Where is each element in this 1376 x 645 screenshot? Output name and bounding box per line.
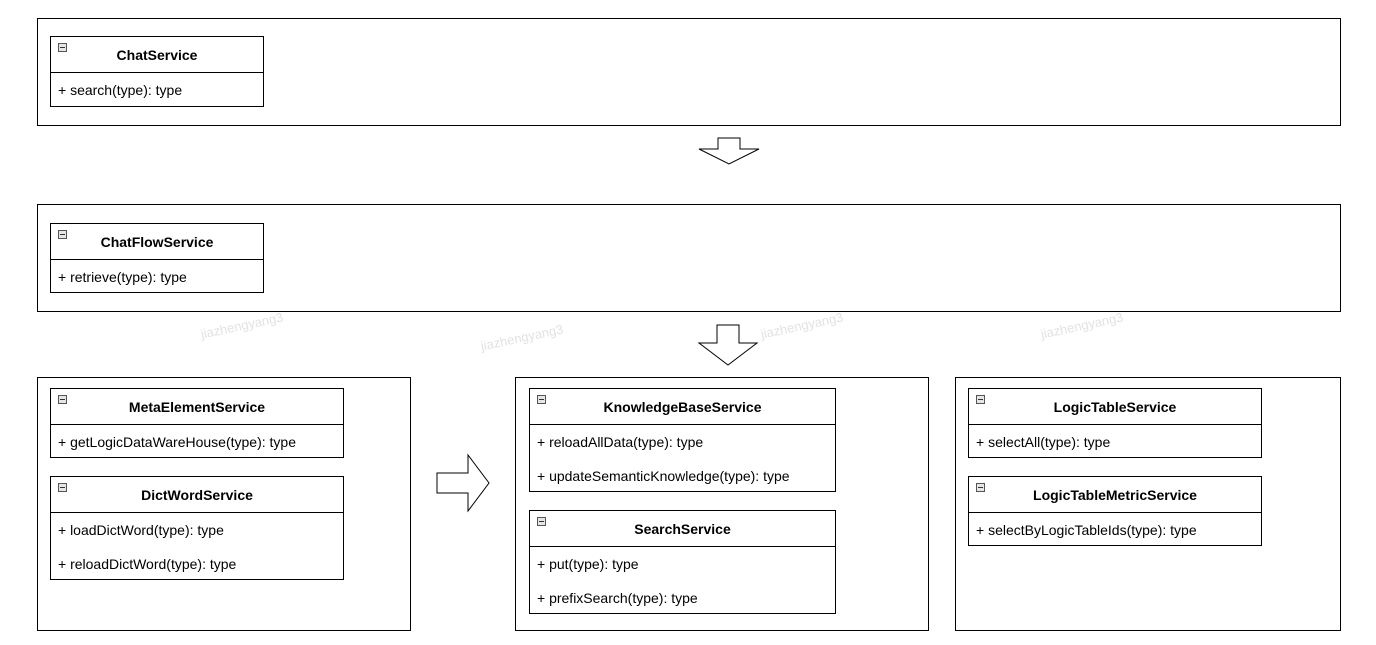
down-arrow-icon xyxy=(697,324,759,366)
class-knowledge-base-service[interactable]: KnowledgeBaseService + reloadAllData(typ… xyxy=(529,388,836,492)
class-member: + put(type): type xyxy=(537,556,639,572)
class-name: ChatService xyxy=(116,46,198,63)
class-member: + loadDictWord(type): type xyxy=(58,522,224,538)
class-member: + selectByLogicTableIds(type): type xyxy=(976,522,1197,538)
class-chat-service[interactable]: ChatService + search(type): type xyxy=(50,36,264,107)
class-name: MetaElementService xyxy=(128,398,266,415)
class-member: + reloadDictWord(type): type xyxy=(58,556,237,572)
class-name: KnowledgeBaseService xyxy=(603,398,762,415)
class-search-service[interactable]: SearchService + put(type): type + prefix… xyxy=(529,510,836,614)
collapse-icon[interactable] xyxy=(976,395,985,404)
class-member: + search(type): type xyxy=(58,82,183,98)
collapse-icon[interactable] xyxy=(537,395,546,404)
right-arrow-icon xyxy=(436,453,490,513)
class-member: + selectAll(type): type xyxy=(976,434,1111,450)
class-chat-flow-service[interactable]: ChatFlowService + retrieve(type): type xyxy=(50,223,264,293)
down-arrow-icon xyxy=(698,137,760,165)
class-header: LogicTableMetricService xyxy=(969,477,1261,513)
collapse-icon[interactable] xyxy=(58,230,67,239)
watermark: jiazhengyang3 xyxy=(1039,309,1125,342)
class-header: SearchService xyxy=(530,511,835,547)
collapse-icon[interactable] xyxy=(58,395,67,404)
collapse-icon[interactable] xyxy=(537,517,546,526)
class-name: LogicTableService xyxy=(1053,398,1177,415)
class-name: ChatFlowService xyxy=(100,233,214,250)
class-header: ChatService xyxy=(51,37,263,73)
class-member: + reloadAllData(type): type xyxy=(537,434,704,450)
class-header: KnowledgeBaseService xyxy=(530,389,835,425)
collapse-icon[interactable] xyxy=(976,483,985,492)
class-member: + getLogicDataWareHouse(type): type xyxy=(58,434,296,450)
watermark: jiazhengyang3 xyxy=(199,309,285,342)
class-member: + prefixSearch(type): type xyxy=(537,590,698,606)
class-name: DictWordService xyxy=(141,486,253,503)
class-header: MetaElementService xyxy=(51,389,343,425)
class-meta-element-service[interactable]: MetaElementService + getLogicDataWareHou… xyxy=(50,388,344,458)
class-header: ChatFlowService xyxy=(51,224,263,260)
watermark: jiazhengyang3 xyxy=(759,309,845,342)
class-member: + retrieve(type): type xyxy=(58,269,187,285)
class-name: LogicTableMetricService xyxy=(1033,486,1197,503)
class-dict-word-service[interactable]: DictWordService + loadDictWord(type): ty… xyxy=(50,476,344,580)
watermark: jiazhengyang3 xyxy=(479,321,565,354)
class-logic-table-service[interactable]: LogicTableService + selectAll(type): typ… xyxy=(968,388,1262,458)
collapse-icon[interactable] xyxy=(58,43,67,52)
class-header: LogicTableService xyxy=(969,389,1261,425)
class-name: SearchService xyxy=(634,520,731,537)
class-logic-table-metric-service[interactable]: LogicTableMetricService + selectByLogicT… xyxy=(968,476,1262,546)
class-header: DictWordService xyxy=(51,477,343,513)
collapse-icon[interactable] xyxy=(58,483,67,492)
class-member: + updateSemanticKnowledge(type): type xyxy=(537,468,790,484)
